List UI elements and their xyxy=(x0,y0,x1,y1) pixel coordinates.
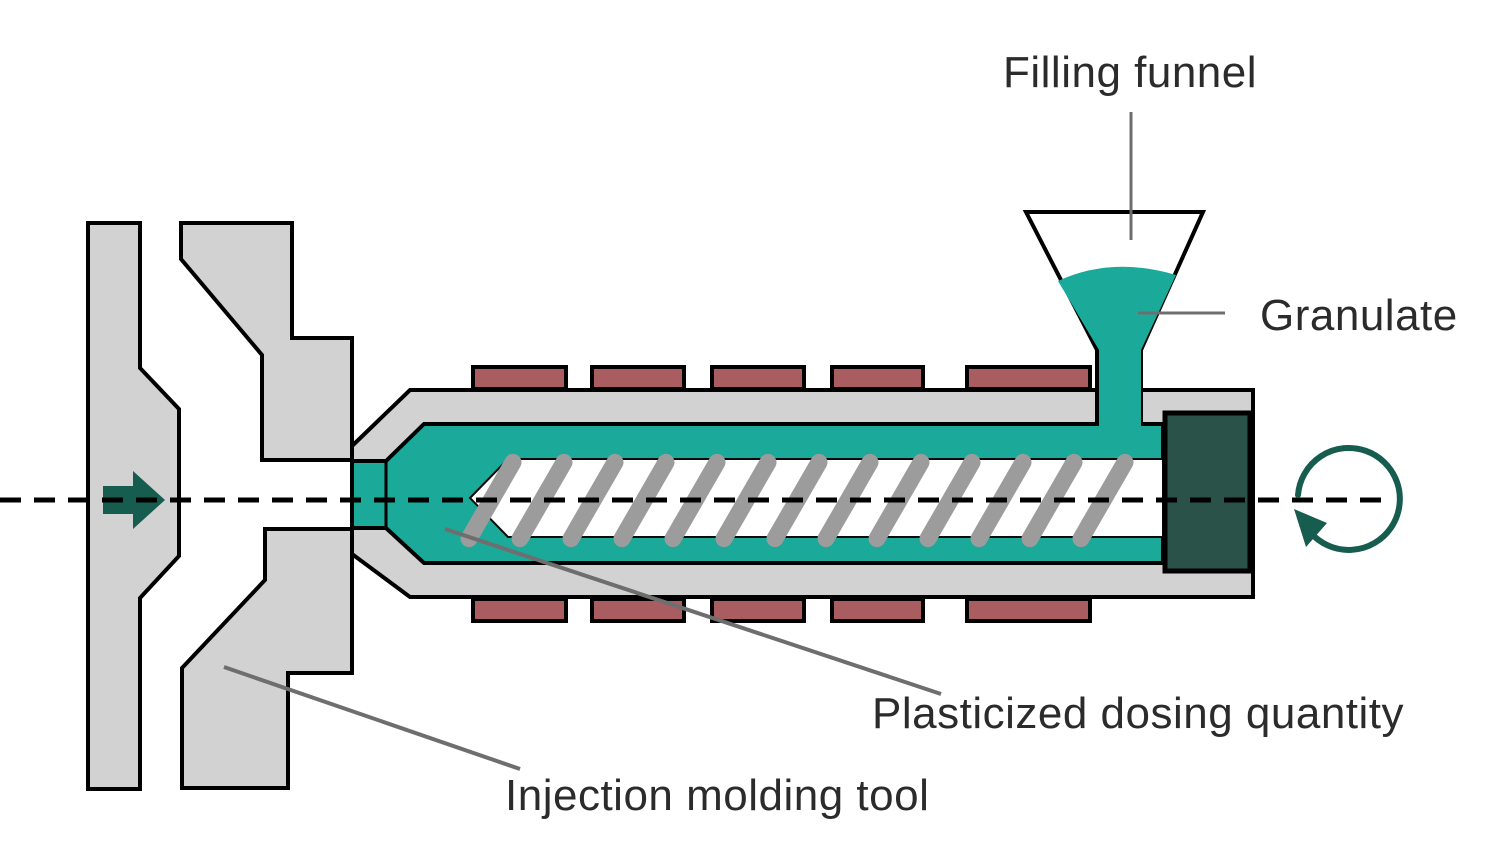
heater-band xyxy=(710,597,806,623)
heater-band xyxy=(471,365,568,391)
label-granulate: Granulate xyxy=(1260,291,1458,340)
heater-band xyxy=(965,365,1092,391)
heater-band xyxy=(710,365,806,391)
screw-flight xyxy=(511,453,573,548)
leader-injection-tool xyxy=(223,665,521,771)
mold-fixed-lower xyxy=(180,527,354,790)
label-filling-funnel: Filling funnel xyxy=(1003,48,1258,97)
screw-flight xyxy=(817,453,879,548)
leader-plasticized xyxy=(444,527,942,696)
clamp-arrow-icon xyxy=(103,471,165,529)
label-injection-molding-tool: Injection molding tool xyxy=(505,771,930,820)
screw-flight xyxy=(919,453,981,548)
heater-band xyxy=(965,597,1092,623)
label-plasticized-dosing-quantity: Plasticized dosing quantity xyxy=(872,689,1405,738)
leader-lines xyxy=(223,112,1225,771)
screw-flight xyxy=(1021,453,1083,548)
heater-band xyxy=(471,597,568,623)
heater-band xyxy=(830,365,925,391)
screw-flight xyxy=(715,453,777,548)
heater-bands-bottom xyxy=(471,597,1092,623)
heater-band xyxy=(590,365,686,391)
mold-fixed-upper xyxy=(179,221,354,462)
screw-flight xyxy=(613,453,675,548)
heater-bands-top xyxy=(471,365,1092,391)
granulate-fill xyxy=(1058,266,1176,430)
drive-block xyxy=(1162,410,1253,574)
rotation-arrow-icon xyxy=(1294,444,1403,553)
granulate-stem-fill xyxy=(1099,390,1139,430)
heater-band xyxy=(830,597,925,623)
